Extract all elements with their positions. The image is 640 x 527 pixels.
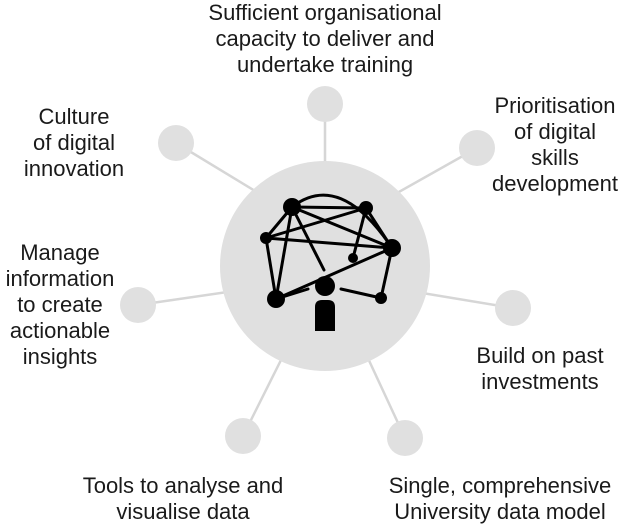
node-culture [158, 125, 194, 161]
label-prioritisation: Prioritisation of digital skills develop… [492, 93, 618, 196]
label-data-model: Single, comprehensive University data mo… [388, 473, 612, 524]
label-manage: Manage information to create actionable … [5, 240, 115, 369]
node-tools [225, 418, 261, 454]
outer-nodes [120, 86, 531, 456]
label-culture: Culture of digital innovation [23, 104, 125, 181]
node-prioritisation [459, 130, 495, 166]
label-capacity: Sufficient organisational capacity to de… [208, 0, 442, 77]
label-investments: Build on past investments [476, 343, 604, 394]
node-manage [120, 287, 156, 323]
node-capacity [307, 86, 343, 122]
node-investments [495, 290, 531, 326]
label-tools: Tools to analyse and visualise data [82, 473, 284, 524]
node-data-model [387, 420, 423, 456]
hub-circle [220, 161, 430, 371]
network-person-icon [260, 193, 401, 331]
